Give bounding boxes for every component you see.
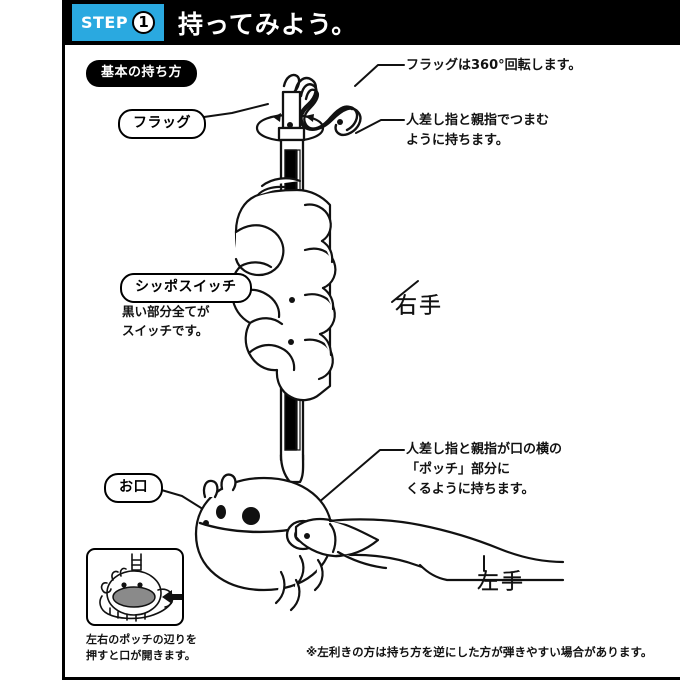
label-right-hand: 右手 — [395, 294, 444, 319]
label-mouth: お口 — [104, 473, 163, 503]
inset-caption-line1: 左右のポッチの辺りを — [86, 633, 197, 646]
inset-caption-line2: 押すと口が開きます。 — [86, 649, 196, 662]
page-title: 持ってみよう。 — [178, 9, 358, 39]
inset-press-arrow — [162, 590, 182, 604]
annotation-switch-note-line1: 黒い部分全てが — [122, 304, 210, 319]
annotation-pinch-line2: ように持ちます。 — [406, 133, 509, 148]
inset-open-mouth — [112, 586, 156, 608]
step-badge: STEP 1 — [72, 4, 164, 41]
annotation-flag-rotation: フラッグは360°回転します。 — [406, 58, 582, 73]
annotation-switch-note-line2: スイッチです。 — [122, 323, 209, 338]
label-flag: フラッグ — [118, 109, 206, 139]
inset-illustration-box — [86, 548, 184, 626]
inset-artwork — [99, 553, 182, 622]
annotation-pocchi-line3: くるように持ちます。 — [406, 482, 535, 497]
label-left-hand: 左手 — [477, 570, 526, 595]
step-number-circle: 1 — [132, 11, 156, 34]
annotation-pocchi-line1: 人差し指と親指が口の横の — [406, 442, 563, 457]
step-word: STEP — [80, 13, 129, 32]
header-band — [62, 0, 680, 45]
annotation-pocchi-line2: 「ポッチ」部分に — [406, 462, 511, 477]
footnote-left-handed: ※左利きの方は持ち方を逆にした方が弾きやすい場合があります。 — [306, 645, 653, 659]
label-basic-grip: 基本の持ち方 — [86, 60, 198, 87]
annotation-pinch-line1: 人差し指と親指でつまむ — [406, 113, 550, 128]
label-tail-switch: シッポスイッチ — [120, 273, 252, 303]
